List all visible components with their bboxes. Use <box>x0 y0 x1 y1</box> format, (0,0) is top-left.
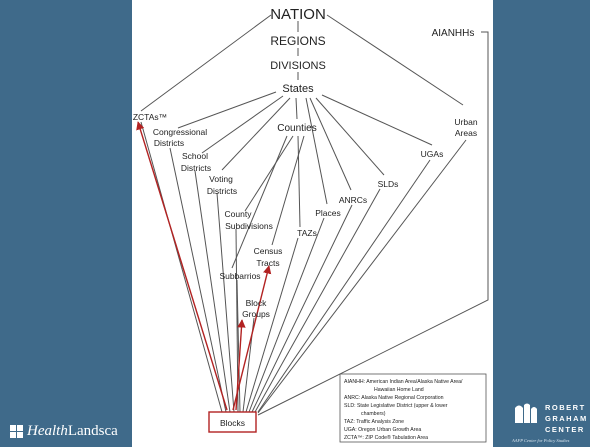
legend-line-5: chambers) <box>361 411 386 417</box>
legend-line-6: TAZ: Traffic Analysis Zone <box>344 419 404 425</box>
legend-line-2: Hawaiian Home Land <box>374 387 424 393</box>
healthlandscape-icon <box>10 425 23 438</box>
node-county-subdivisions-line1: County <box>225 209 253 219</box>
edge-ugas-blocks <box>257 159 431 413</box>
node-divisions: DIVISIONS <box>270 60 326 72</box>
right-panel <box>493 0 590 447</box>
edge-states-places <box>305 97 328 205</box>
node-blocks-label: Blocks <box>220 418 245 428</box>
rgc-word-center: CENTER <box>545 425 585 434</box>
node-nation: NATION <box>270 6 326 23</box>
hierarchy-diagram: NATION REGIONS DIVISIONS States AIANHHs … <box>133 6 489 443</box>
edge-counties-tazs <box>297 135 301 228</box>
healthlandscape-word-2: Landsca <box>67 423 118 439</box>
edge-counties-census-tracts <box>271 135 305 246</box>
legend-border <box>339 373 487 443</box>
legend-lines: AIANHH: American Indian Area/Alaska Nati… <box>344 379 463 441</box>
edge-zctas-blocks <box>140 121 223 413</box>
legend-line-8: ZCTA™: ZIP Code® Tabulation Area <box>344 434 428 441</box>
rgc-word-graham: GRAHAM <box>545 414 588 423</box>
blocks-box <box>208 411 257 433</box>
arrow-blocks-block-groups <box>235 319 246 411</box>
node-urban-line2: Areas <box>455 128 477 138</box>
node-ugas: UGAs <box>421 149 444 159</box>
edge-states-slds <box>315 97 385 176</box>
edge-school-blocks <box>194 170 231 413</box>
robert-graham-center-logo[interactable]: ROBERT GRAHAM CENTER AAFP Center for Pol… <box>510 400 590 447</box>
node-county-subdivisions-line2: Subdivisions <box>225 221 273 231</box>
node-anrcs: ANRCs <box>339 195 367 205</box>
node-tazs: TAZs <box>297 228 317 238</box>
node-places: Places <box>315 208 341 218</box>
node-zctas: ZCTAs™ <box>133 112 167 122</box>
node-congressional-line2: Districts <box>154 138 184 148</box>
edge-tazs-blocks <box>245 237 299 413</box>
edge-nation-urban <box>326 14 464 106</box>
edge-voting-blocks <box>216 192 235 413</box>
legend-line-4: SLD: State Legislative District (upper &… <box>344 403 448 409</box>
arrow-blocks-zctas <box>136 121 228 411</box>
node-block-groups-line1: Block <box>246 298 268 308</box>
legend-line-3: ANRC: Alaska Native Regional Corporation <box>344 395 444 401</box>
node-census-tracts-line1: Census <box>254 246 283 256</box>
edge-counties-subbarrios <box>231 135 288 269</box>
edge-states-ugas <box>321 94 433 146</box>
node-slds: SLDs <box>378 179 399 189</box>
highlight-arrows <box>136 121 272 411</box>
edge-counties-county-subdivisions <box>244 135 294 212</box>
edge-slds-blocks <box>254 188 381 413</box>
node-block-groups-line2: Groups <box>242 309 270 319</box>
diagram-canvas: NATION REGIONS DIVISIONS States AIANHHs … <box>132 0 493 447</box>
legend-box: AIANHH: American Indian Area/Alaska Nati… <box>339 373 487 443</box>
node-school-line1: School <box>182 151 208 161</box>
node-voting-line1: Voting <box>209 174 233 184</box>
node-counties: Counties <box>277 123 316 134</box>
rgc-mark-icon <box>515 403 537 423</box>
edge-aianhh-blocks <box>257 31 489 416</box>
node-states: States <box>282 83 314 95</box>
edge-subbarrios-blocks <box>236 279 241 413</box>
rgc-word-robert: ROBERT <box>545 403 586 412</box>
left-panel <box>0 0 132 447</box>
node-blocks: Blocks <box>208 411 257 433</box>
edge-places-blocks <box>248 217 325 413</box>
diagram-nodes: NATION REGIONS DIVISIONS States AIANHHs … <box>133 6 478 319</box>
legend-line-7: UGA: Oregon Urban Growth Area <box>344 427 421 433</box>
node-congressional-line1: Congressional <box>153 127 207 137</box>
healthlandscape-wordmark: HealthLandsca <box>27 423 118 440</box>
node-aianhhs: AIANHHs <box>432 28 475 39</box>
edge-states-voting <box>221 97 291 171</box>
edge-states-counties <box>295 97 298 120</box>
healthlandscape-word-1: Health <box>27 423 68 439</box>
edge-states-congressional <box>177 91 277 129</box>
node-regions: REGIONS <box>270 34 325 48</box>
edge-congressional-blocks <box>169 147 227 413</box>
node-urban-line1: Urban <box>454 117 477 127</box>
edge-anrcs-blocks <box>251 204 353 413</box>
node-voting-line2: Districts <box>207 186 237 196</box>
edge-states-anrcs <box>309 97 352 191</box>
node-subbarrios: Subbarrios <box>219 271 260 281</box>
healthlandscape-logo[interactable]: HealthLandsca <box>10 423 118 440</box>
node-school-line2: Districts <box>181 163 211 173</box>
node-census-tracts-line2: Tracts <box>256 258 279 268</box>
legend-line-1: AIANHH: American Indian Area/Alaska Nati… <box>344 379 463 385</box>
edge-nation-zctas <box>140 14 272 112</box>
arrow-blocks-census-tracts <box>232 265 272 411</box>
edge-states-school <box>201 95 284 154</box>
rgc-tagline: AAFP Center for Policy Studies <box>512 438 570 443</box>
edge-urban-blocks <box>257 139 467 414</box>
